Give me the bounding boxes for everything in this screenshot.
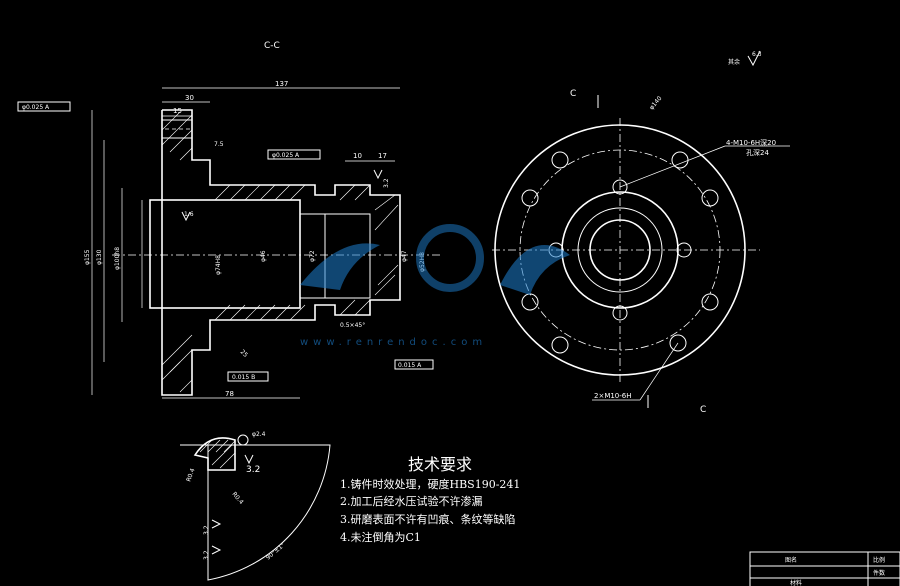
- section-label: C-C: [264, 41, 280, 51]
- detail-rough-a: 3.2: [246, 465, 260, 475]
- tb-qty: 件数: [873, 569, 885, 577]
- tol-frame-a: φ0.025 A: [22, 104, 50, 111]
- end-view: 4-M10-6H深20 孔深24 2×M10-6H φ140 C C: [492, 89, 790, 415]
- detail-view: φ2.4 3.2 R0.4 R0.4 3.2 3.2 90°±1°: [180, 431, 331, 581]
- watermark-text: www.renrendoc.com: [300, 337, 487, 348]
- section-marker-bottom: C: [700, 405, 706, 415]
- dim-30: 30: [185, 94, 194, 102]
- dim-flat: 0.5×45°: [340, 322, 365, 329]
- tech-note-4: 4.未注倒角为C1: [340, 530, 421, 544]
- roughness-label: 其余: [728, 58, 740, 66]
- tol-frame-b: φ0.025 A: [272, 152, 300, 159]
- tech-note-1: 1.铸件时效处理，硬度HBS190-241: [340, 477, 520, 491]
- hole-depth-label: 孔深24: [746, 148, 769, 157]
- tb-material: 材料: [790, 579, 802, 586]
- tech-title: 技术要求: [408, 455, 472, 474]
- tech-note-2: 2.加工后经水压试验不许渗漏: [340, 494, 483, 508]
- title-block: 图名 比例 件数 材料: [749, 551, 900, 586]
- detail-angle: 90°±1°: [265, 542, 287, 562]
- dim-phi47: φ47: [401, 250, 408, 262]
- pcd-label: φ140: [648, 95, 663, 111]
- dim-phi46: φ46: [260, 250, 267, 262]
- dim-phi100: φ100h8: [114, 247, 121, 270]
- detail-rough-c: 3.2: [203, 550, 210, 560]
- detail-phi: φ2.4: [252, 431, 266, 438]
- detail-rough-b: 3.2: [203, 525, 210, 535]
- dim-overall-length: 137: [275, 80, 288, 88]
- dim-phi130: φ130: [96, 249, 103, 265]
- section-view: 137 30 15 10 17 7.5 φ0.025 A φ0.025 A 0.…: [17, 80, 440, 399]
- watermark: www.renrendoc.com: [300, 224, 570, 348]
- rough-1-6: 1.6: [184, 211, 194, 218]
- dim-10: 10: [353, 152, 362, 160]
- detail-r-b: R0.4: [230, 491, 244, 506]
- dim-chamfer: 7.5: [214, 141, 224, 148]
- dim-78: 78: [225, 390, 234, 398]
- tol-frame-c: 0.015 B: [232, 374, 255, 381]
- dim-phi74: φ74H8: [215, 255, 222, 275]
- tol-frame-d: 0.015 A: [398, 362, 422, 369]
- dim-15: 15: [173, 107, 182, 115]
- hole-pattern-label: 4-M10-6H深20: [726, 138, 776, 147]
- dim-phi72: φ72: [309, 250, 316, 262]
- tb-name: 图名: [785, 556, 797, 564]
- rough-3-2: 3.2: [383, 178, 390, 188]
- tb-scale: 比例: [873, 556, 885, 564]
- detail-r-a: R0.4: [185, 467, 196, 482]
- hole2-label: 2×M10-6H: [594, 392, 632, 400]
- dim-phi155: φ155: [84, 249, 91, 265]
- dim-25: 25: [239, 348, 249, 358]
- tech-note-3: 3.研磨表面不许有凹痕、条纹等缺陷: [340, 512, 516, 526]
- roughness-value: 6.3: [752, 51, 762, 58]
- roughness-symbol: [747, 50, 761, 67]
- dim-17: 17: [378, 152, 387, 160]
- section-marker-top: C: [570, 89, 576, 99]
